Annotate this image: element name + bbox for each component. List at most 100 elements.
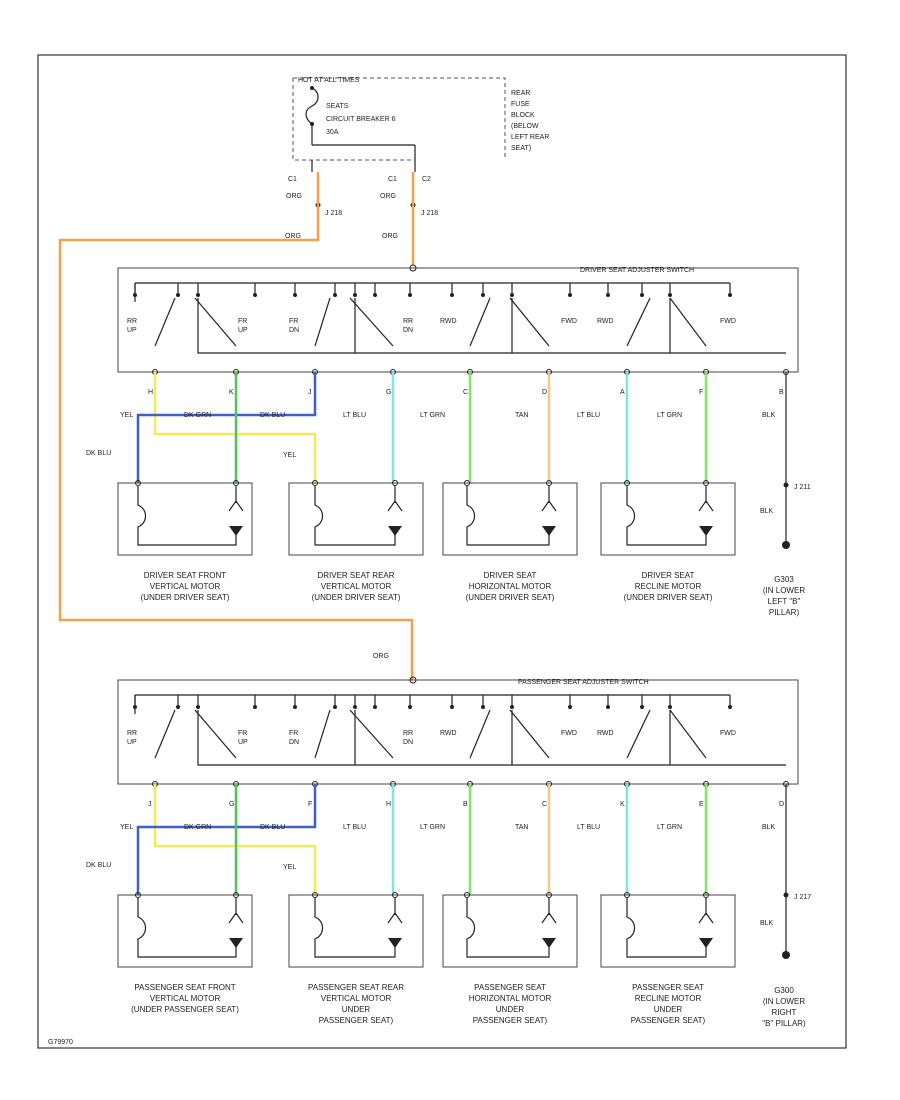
- passenger-seat-adjuster-switch: PASSENGER SEAT ADJUSTER SWITCH: [117, 676, 799, 785]
- driver-position-label: RR: [403, 318, 413, 325]
- driver-switch-blade: [314, 297, 331, 347]
- passenger-position-label: FR: [289, 730, 298, 737]
- motor-switch-icon: [137, 898, 237, 958]
- wire-org-left2: ORG: [285, 233, 301, 240]
- passenger-pin-label: B: [463, 801, 468, 808]
- driver-pin-label: G: [386, 389, 391, 396]
- thermal-icon: [228, 898, 244, 924]
- thermal-icon: [228, 486, 244, 512]
- driver-switch-blade: [194, 297, 237, 347]
- passenger-motor-label-3: HORIZONTAL MOTOR: [469, 994, 552, 1003]
- driver-position-label: DN: [403, 327, 413, 334]
- figure-code: G79970: [48, 1039, 73, 1046]
- passenger-position-label: FWD: [720, 730, 736, 737]
- passenger-motor-label-1: (UNDER PASSENGER SEAT): [131, 1005, 239, 1014]
- driver-motor-label-1: VERTICAL MOTOR: [150, 582, 221, 591]
- driver-ground-label-3: LEFT "B": [768, 597, 801, 606]
- driver-motor-label-3: (UNDER DRIVER SEAT): [466, 593, 555, 602]
- passenger-motor-label-4: RECLINE MOTOR: [635, 994, 702, 1003]
- thermal-icon: [698, 486, 714, 512]
- driver-position-label: FR: [289, 318, 298, 325]
- driver-wire-label: LT BLU: [343, 412, 366, 419]
- driver-position-label: FWD: [720, 318, 736, 325]
- passenger-wire-label: YEL: [120, 824, 133, 831]
- driver-seat-adjuster-switch: DRIVER SEAT ADJUSTER SWITCH: [117, 264, 799, 373]
- passenger-ground-label-1: G300: [774, 986, 794, 995]
- thermal-icon: [698, 898, 714, 924]
- passenger-switch-title: PASSENGER SEAT ADJUSTER SWITCH: [518, 679, 649, 686]
- passenger-wire-label: TAN: [515, 824, 528, 831]
- passenger-wire-label: DK BLU: [86, 862, 111, 869]
- passenger-wire-label: LT GRN: [657, 824, 682, 831]
- driver-wire-label: BLK: [762, 412, 776, 419]
- passenger-motor-label-4: PASSENGER SEAT: [632, 983, 704, 992]
- passenger-pin-label: J: [148, 801, 152, 808]
- svg-text:SEAT): SEAT): [511, 145, 531, 152]
- orange-feed-wires: [58, 172, 415, 680]
- wire-org-left: ORG: [286, 193, 302, 200]
- passenger-motor-label-4: UNDER: [654, 1005, 683, 1014]
- driver-ground: J 211 BLK G303 (IN LOWER LEFT "B" PILLAR…: [760, 372, 811, 617]
- passenger-motor-label-2: PASSENGER SEAT): [319, 1016, 394, 1025]
- driver-wire-label: YEL: [120, 412, 133, 419]
- passenger-pin-label: D: [779, 801, 784, 808]
- driver-wire-label: LT BLU: [577, 412, 600, 419]
- driver-motor-2: [288, 480, 424, 556]
- motor-icon: [542, 526, 556, 536]
- thermal-icon: [541, 486, 557, 512]
- passenger-wire-dark-blue: [136, 784, 317, 895]
- driver-position-label: FR: [238, 318, 247, 325]
- driver-switch-blade: [509, 297, 550, 347]
- passenger-switch-blade: [509, 709, 550, 759]
- motor-switch-icon: [466, 898, 550, 958]
- driver-wire-label: LT GRN: [657, 412, 682, 419]
- passenger-position-label: FR: [238, 730, 247, 737]
- driver-wire-dark-blue: [136, 372, 317, 483]
- svg-text:(BELOW: (BELOW: [511, 123, 539, 130]
- passenger-motor-label-1: VERTICAL MOTOR: [150, 994, 221, 1003]
- driver-motor-4: [600, 480, 736, 556]
- passenger-wire-label: YEL: [283, 864, 296, 871]
- passenger-position-label: RWD: [440, 730, 457, 737]
- passenger-motor-label-2: UNDER: [342, 1005, 371, 1014]
- passenger-position-label: RR: [127, 730, 137, 737]
- breaker-label-1: SEATS: [326, 103, 349, 110]
- motor-icon: [699, 938, 713, 948]
- passenger-motor-label-3: PASSENGER SEAT: [474, 983, 546, 992]
- driver-switch-blade: [469, 297, 491, 347]
- passenger-position-label: DN: [403, 739, 413, 746]
- passenger-position-label: RR: [403, 730, 413, 737]
- motor-icon: [542, 938, 556, 948]
- passenger-wire-label: LT GRN: [420, 824, 445, 831]
- passenger-wire-label: BLK: [762, 824, 776, 831]
- passenger-motor-2: [288, 892, 424, 968]
- driver-switch-blade: [349, 297, 394, 347]
- driver-pin-label: K: [229, 389, 234, 396]
- driver-pin-label: H: [148, 389, 153, 396]
- driver-ground-label-1: G303: [774, 575, 794, 584]
- passenger-ground: J 217 BLK G300 (IN LOWER RIGHT "B" PILLA…: [760, 784, 811, 1028]
- driver-wire-label: LT GRN: [420, 412, 445, 419]
- driver-switch-blade: [626, 297, 651, 347]
- passenger-wire-org: ORG: [373, 653, 389, 660]
- ground-icon: [782, 541, 790, 549]
- breaker-label-3: 30A: [326, 129, 339, 136]
- passenger-wire-label: DK BLU: [260, 824, 285, 831]
- motor-switch-icon: [626, 486, 707, 546]
- hot-at-all-times-label: HOT AT ALL TIMES: [298, 77, 360, 84]
- driver-pin-label: F: [699, 389, 703, 396]
- connector-c1-left: C1: [288, 176, 297, 183]
- passenger-wire-label: LT BLU: [343, 824, 366, 831]
- driver-wire-label: DK BLU: [260, 412, 285, 419]
- passenger-switch-blade: [314, 709, 331, 759]
- driver-motor-label-2: (UNDER DRIVER SEAT): [312, 593, 401, 602]
- power-source: HOT AT ALL TIMES SEATS CIRCUIT BREAKER 6…: [285, 77, 549, 240]
- passenger-motor-3: [442, 892, 578, 968]
- wire-org-mid: ORG: [380, 193, 396, 200]
- driver-position-label: RWD: [597, 318, 614, 325]
- connector-c2: C2: [422, 176, 431, 183]
- driver-motor-label-2: VERTICAL MOTOR: [321, 582, 392, 591]
- motor-icon: [388, 526, 402, 536]
- driver-position-label: RR: [127, 318, 137, 325]
